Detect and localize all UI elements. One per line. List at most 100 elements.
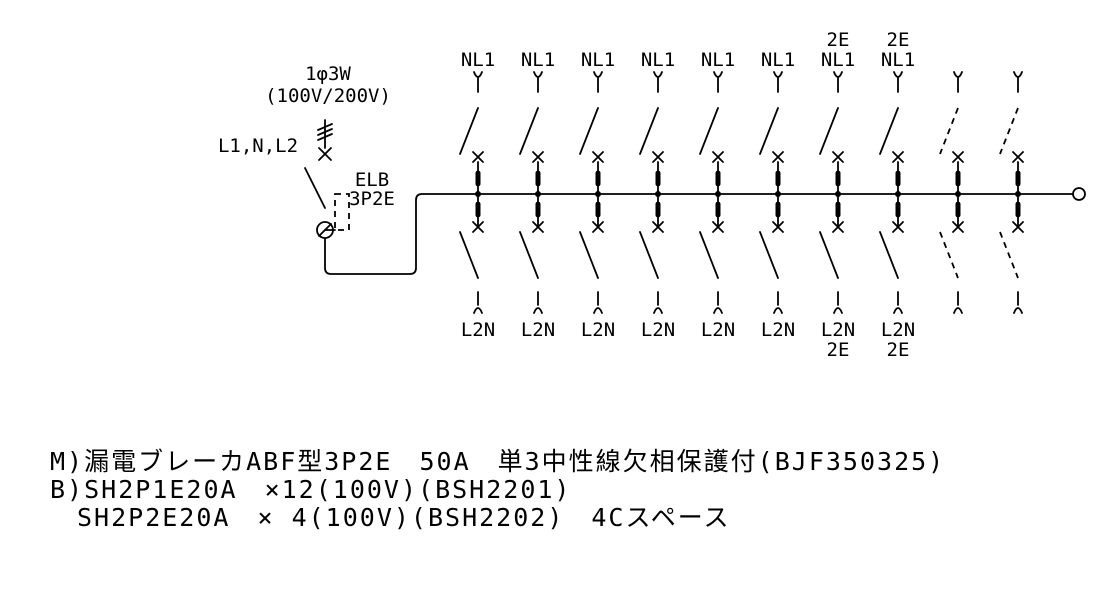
terminal-hook xyxy=(593,71,603,78)
breaker-switch-top xyxy=(999,107,1019,155)
branch-circuits: NL1L2NNL1L2NNL1L2NNL1L2NNL1L2NNL1L2N2ENL… xyxy=(459,29,1024,361)
circuit-top-label: NL1 xyxy=(761,49,795,71)
terminal-hook xyxy=(1013,307,1023,314)
bus-junction xyxy=(475,191,481,197)
terminal-hook xyxy=(953,307,963,314)
cross-mark xyxy=(712,221,724,233)
breaker-switch-top xyxy=(939,107,959,155)
circuit-top-label: NL1 xyxy=(641,49,675,71)
terminal-hook xyxy=(473,71,483,78)
cross-mark xyxy=(592,221,604,233)
breaker-switch-top xyxy=(519,107,539,155)
bus-junction xyxy=(775,191,781,197)
circuit-bottom-label: L2N xyxy=(761,319,795,341)
terminal-hook xyxy=(713,71,723,78)
cross-mark xyxy=(892,151,904,163)
supply-phase-label: 1φ3W xyxy=(305,63,351,85)
cross-mark xyxy=(772,151,784,163)
circuit-bottom-label: L2N xyxy=(881,319,915,341)
circuit-bottom-label: L2N xyxy=(821,319,855,341)
cross-mark xyxy=(652,221,664,233)
breaker-switch-top xyxy=(759,107,779,155)
circuit-top-label: NL1 xyxy=(581,49,615,71)
bus-junction xyxy=(1015,191,1021,197)
circuit-top-label: NL1 xyxy=(521,49,555,71)
bus-junction xyxy=(835,191,841,197)
bus-junction xyxy=(955,191,961,197)
terminal-hook xyxy=(1013,71,1023,78)
cross-mark xyxy=(472,151,484,163)
incoming-feeder xyxy=(317,119,333,161)
cross-mark xyxy=(832,221,844,233)
breaker-switch-bottom xyxy=(459,231,479,279)
circuit-bottom-label: L2N xyxy=(521,319,555,341)
spec-line-branch-1: B)SH2P1E20A ×12(100V)(BSH2201) xyxy=(50,475,572,504)
bus-junction xyxy=(655,191,661,197)
cross-mark xyxy=(952,221,964,233)
breaker-switch-bottom xyxy=(639,231,659,279)
circuit-bottom-label: L2N xyxy=(581,319,615,341)
cross-mark xyxy=(1012,151,1024,163)
circuit-top-prefix: 2E xyxy=(887,29,910,51)
terminal-hook xyxy=(593,307,603,314)
cross-mark xyxy=(472,221,484,233)
breaker-switch-bottom xyxy=(759,231,779,279)
cross-mark xyxy=(952,151,964,163)
bus-junction xyxy=(715,191,721,197)
terminal-hook xyxy=(833,307,843,314)
terminal-hook xyxy=(713,307,723,314)
circuit-top-label: NL1 xyxy=(821,49,855,71)
circuit-bottom-label: L2N xyxy=(461,319,495,341)
main-elb-poles-label: 3P2E xyxy=(349,188,395,210)
bus-junction xyxy=(535,191,541,197)
branch-circuit xyxy=(999,71,1024,314)
terminal-hook xyxy=(953,71,963,78)
breaker-switch-top xyxy=(579,107,599,155)
breaker-switch-bottom xyxy=(819,231,839,279)
breaker-switch-top xyxy=(699,107,719,155)
main-elb-label: ELB xyxy=(355,169,389,191)
circuit-top-label: NL1 xyxy=(701,49,735,71)
terminal-hook xyxy=(473,307,483,314)
circuit-top-label: NL1 xyxy=(881,49,915,71)
breaker-switch-bottom xyxy=(579,231,599,279)
cross-mark xyxy=(892,221,904,233)
terminal-hook xyxy=(773,307,783,314)
breaker-switch-bottom xyxy=(519,231,539,279)
terminal-hook xyxy=(653,71,663,78)
spec-line-main-breaker: M)漏電ブレーカABF型3P2E 50A 単3中性線欠相保護付(BJF35032… xyxy=(50,447,945,476)
cross-mark xyxy=(772,221,784,233)
cross-mark xyxy=(832,151,844,163)
supply-lines-label: L1,N,L2 xyxy=(218,135,298,157)
main-elb-symbol xyxy=(304,167,1086,275)
breaker-switch-top xyxy=(639,107,659,155)
cross-mark xyxy=(532,221,544,233)
cross-mark xyxy=(652,151,664,163)
cross-mark xyxy=(1012,221,1024,233)
terminal-hook xyxy=(533,71,543,78)
terminal-hook xyxy=(893,71,903,78)
terminal-hook xyxy=(533,307,543,314)
cross-mark xyxy=(592,151,604,163)
bus-junction xyxy=(595,191,601,197)
terminal-hook xyxy=(773,71,783,78)
breaker-switch-bottom xyxy=(699,231,719,279)
breaker-switch-top xyxy=(879,107,899,155)
breaker-switch-bottom xyxy=(999,231,1019,279)
cross-mark xyxy=(532,151,544,163)
breaker-switch-bottom xyxy=(879,231,899,279)
supply-voltage-label: (100V/200V) xyxy=(265,85,391,107)
cross-mark xyxy=(712,151,724,163)
circuit-bottom-suffix: 2E xyxy=(827,339,850,361)
breaker-switch-top xyxy=(819,107,839,155)
terminal-hook xyxy=(893,307,903,314)
circuit-top-prefix: 2E xyxy=(827,29,850,51)
